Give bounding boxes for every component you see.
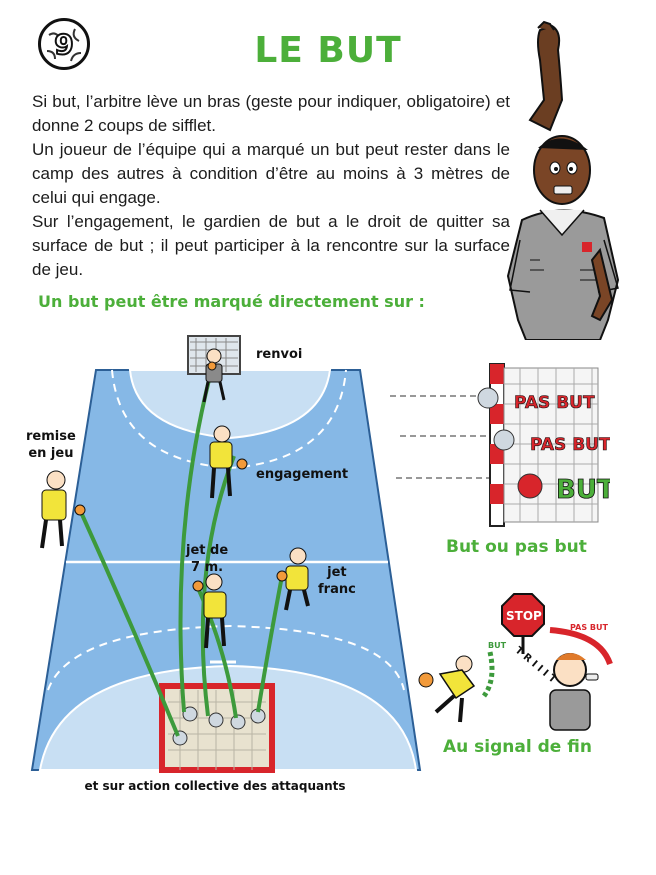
label-line: franc — [318, 582, 356, 597]
label-line: remise — [26, 429, 76, 444]
seven-meter-player — [192, 573, 227, 649]
label-jet-de-7m: jet de 7 m. — [186, 542, 228, 576]
whistle-text: T R I I I T — [513, 645, 558, 686]
goal-label-but: BUT — [556, 475, 610, 505]
bottom-note: et sur action collective des attaquants — [84, 779, 346, 793]
label-line: 7 m. — [191, 560, 224, 575]
goal-label-pas-but-2: PAS BUT — [530, 435, 610, 455]
caption-but-ou-pas-but: But ou pas but — [446, 537, 587, 557]
label-remise-en-jeu: remise en jeu — [26, 428, 76, 462]
label-line: jet de — [186, 543, 229, 558]
but-label: BUT — [488, 641, 507, 650]
page-number-badge: 9 — [38, 18, 90, 70]
label-engagement: engagement — [256, 467, 349, 482]
engagement-player — [209, 425, 248, 499]
pas-but-label: PAS BUT — [570, 623, 608, 632]
handball-court-diagram — [30, 335, 422, 773]
page-number: 9 — [53, 27, 75, 62]
intro-paragraph: Sur l’engagement, le gardien de but a le… — [32, 212, 510, 279]
free-throw-player — [276, 547, 310, 611]
intro-paragraph: Si but, l’arbitre lève un bras (geste po… — [32, 92, 510, 135]
stop-sign-text: STOP — [506, 609, 542, 623]
end-signal-illustration: STOP T R I I I T BUT PAS BUT — [418, 593, 613, 731]
goal-label-pas-but-1: PAS BUT — [514, 393, 595, 413]
throw-in-player — [40, 470, 86, 549]
referee-illustration — [506, 20, 620, 340]
goalkeeper-player — [202, 348, 226, 403]
page-title: LE BUT — [254, 30, 402, 71]
intro-paragraph: Un joueur de l’équipe qui a marqué un bu… — [32, 140, 510, 207]
section-title: Un but peut être marqué directement sur … — [38, 292, 425, 311]
goal-line-illustration: PAS BUT PAS BUT BUT — [390, 363, 610, 527]
label-line: en jeu — [28, 446, 74, 461]
intro-text: Si but, l’arbitre lève un bras (geste po… — [32, 90, 510, 282]
label-line: jet — [327, 565, 347, 580]
handball-icon — [43, 23, 85, 65]
caption-signal-de-fin: Au signal de fin — [443, 737, 592, 757]
label-renvoi: renvoi — [256, 347, 303, 362]
label-jet-franc: jet franc — [318, 564, 356, 598]
